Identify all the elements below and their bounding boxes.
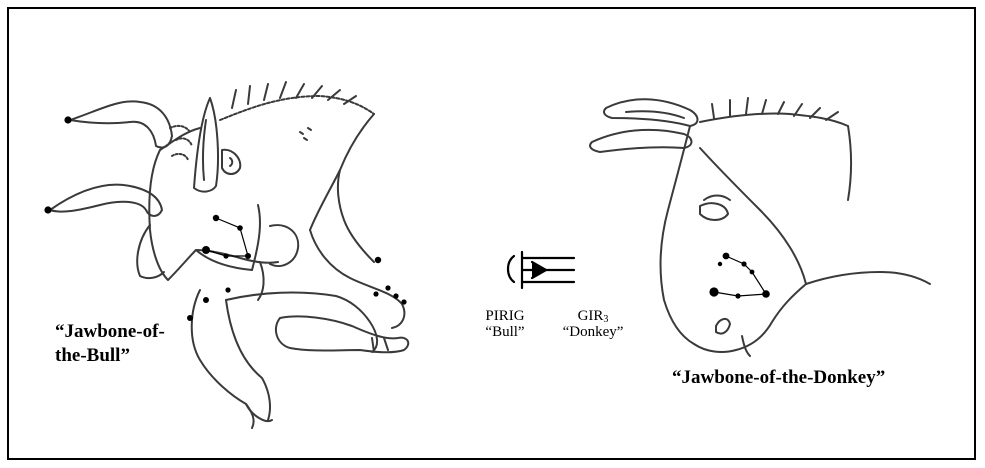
star-icon xyxy=(225,287,230,292)
cuneiform-sign-icon xyxy=(508,252,574,288)
bull-hind-leg xyxy=(276,316,408,352)
donkey-drawing xyxy=(590,98,930,356)
star-icon xyxy=(203,297,209,303)
donkey-ear-1 xyxy=(604,99,698,126)
donkey-head xyxy=(661,126,694,344)
bull-label-line-1: “Jawbone-of- xyxy=(55,321,165,343)
star-icon xyxy=(709,287,718,296)
star-icon xyxy=(64,116,71,123)
star-icon xyxy=(762,290,770,298)
donkey-label: “Jawbone-of-the-Donkey” xyxy=(672,367,885,389)
bull-constellation xyxy=(44,116,406,321)
pirig-meaning-label: “Bull” xyxy=(470,323,540,341)
donkey-eye xyxy=(700,203,728,220)
bull-lower-horn xyxy=(50,185,162,216)
star-icon xyxy=(373,291,378,296)
star-icon xyxy=(718,262,722,266)
star-icon xyxy=(223,253,228,258)
bull-ear xyxy=(194,98,218,192)
star-icon xyxy=(213,215,219,221)
star-icon xyxy=(401,299,406,304)
star-icon xyxy=(750,270,755,275)
bull-body xyxy=(226,293,377,352)
star-icon xyxy=(245,253,251,259)
bull-upper-horn xyxy=(70,101,172,147)
bull-label-line-2: the-Bull” xyxy=(55,345,130,367)
star-icon xyxy=(741,261,746,266)
star-icon xyxy=(187,315,193,321)
gir-meaning-label: “Donkey” xyxy=(548,323,638,341)
star-icon xyxy=(44,206,51,213)
star-icon xyxy=(237,225,243,231)
bull-front-leg-1 xyxy=(192,290,270,428)
star-icon xyxy=(202,246,210,254)
star-icon xyxy=(393,293,398,298)
star-icon xyxy=(385,285,390,290)
donkey-neck xyxy=(806,272,930,284)
star-icon xyxy=(735,293,740,298)
bull-drawing xyxy=(50,82,408,428)
star-icon xyxy=(723,253,730,260)
donkey-constellation xyxy=(709,253,769,299)
star-icon xyxy=(375,257,381,263)
donkey-ear-2 xyxy=(590,130,691,152)
